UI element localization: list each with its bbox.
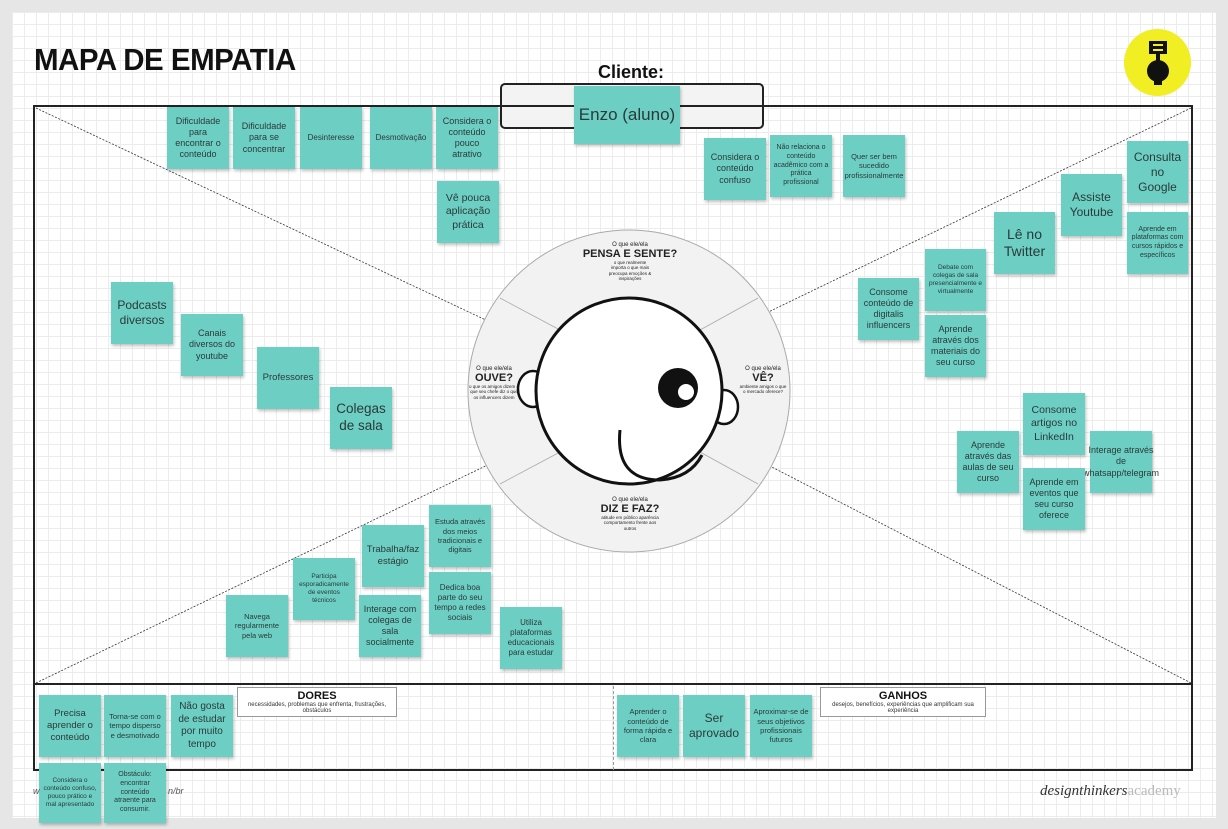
says-does-label: O que ele/ela DIZ E FAZ? atitude em públ… (580, 497, 680, 531)
diagonal-line (35, 429, 561, 684)
thinks-feels-label: O que ele/ela PENSA E SENTE? o que realm… (570, 242, 690, 282)
says-heading: DIZ E FAZ? (600, 503, 660, 515)
sticky-note[interactable]: Podcasts diversos (111, 282, 173, 344)
sticky-note[interactable]: Dificuldade para encontrar o conteúdo (167, 107, 229, 169)
sticky-note[interactable]: Colegas de sala (330, 387, 392, 449)
client-label: Cliente: (598, 62, 665, 82)
sticky-note[interactable]: Navega regularmente pela web (226, 595, 288, 657)
sticky-note[interactable]: Lê no Twitter (994, 212, 1055, 274)
sticky-note[interactable]: Professores (257, 347, 319, 409)
sees-description: ambiente amigos o que o mercado oferece? (739, 384, 787, 395)
sticky-note[interactable]: Precisa aprender o conteúdo (39, 695, 101, 757)
dt-logo-icon (1147, 41, 1169, 85)
sticky-note[interactable]: Canais diversos do youtube (181, 314, 243, 376)
sticky-note[interactable]: Trabalha/faz estágio (362, 525, 424, 587)
sticky-note[interactable]: Desinteresse (300, 107, 362, 169)
sticky-note[interactable]: Obstáculo: encontrar conteúdo atraente p… (104, 763, 166, 823)
sticky-note[interactable]: Dedica boa parte do seu tempo a redes so… (429, 572, 491, 634)
circle-divider (499, 451, 561, 485)
hears-description: o que os amigos dizem o que seu chefe di… (468, 384, 520, 400)
sticky-note[interactable]: Interage com colegas de sala socialmente (359, 595, 421, 657)
pains-gains-divider (613, 686, 614, 770)
says-question: O que ele/ela (612, 497, 648, 503)
sticky-note[interactable]: Utiliza plataformas educacionais para es… (500, 607, 562, 669)
sticky-note[interactable]: Ser aprovado (683, 695, 745, 757)
pains-label: DORES necessidades, problemas que enfren… (237, 687, 397, 717)
circle-divider (699, 451, 759, 485)
sticky-note[interactable]: Não gosta de estudar por muito tempo (171, 695, 233, 757)
sticky-note[interactable]: Interage através de whatsapp/telegram (1083, 431, 1159, 493)
sticky-note[interactable]: Torna-se com o tempo disperso e desmotiv… (104, 695, 166, 757)
client-name-sticky[interactable]: Enzo (aluno) (574, 86, 680, 144)
pains-description: necessidades, problemas que enfrenta, fr… (247, 702, 387, 714)
gains-title: GANHOS (878, 690, 928, 702)
face-head (534, 296, 724, 486)
sticky-note[interactable]: Estuda através dos meios tradicionais e … (429, 505, 491, 567)
sticky-note[interactable]: Debate com colegas de sala presencialmen… (925, 249, 986, 311)
circle-divider (699, 297, 759, 331)
face-smile (618, 429, 704, 482)
thinks-description: o que realmente importa o que mais preoc… (608, 260, 652, 282)
sticky-note[interactable]: Assiste Youtube (1061, 174, 1122, 236)
sticky-note[interactable]: Considera o conteúdo confuso, pouco prát… (39, 763, 101, 823)
sticky-note[interactable]: Não relaciona o conteúdo acadêmico com a… (770, 135, 832, 197)
thinks-heading: PENSA E SENTE? (582, 248, 678, 260)
sticky-note[interactable]: Consome artigos no LinkedIn (1023, 393, 1085, 455)
brand-design: design (1040, 783, 1080, 799)
sticky-note[interactable]: Aprende através dos materiais do seu cur… (925, 315, 986, 377)
brand-thinkers: thinkers (1079, 783, 1128, 799)
sticky-note[interactable]: Quer ser bem sucedido profissionalmente (843, 135, 905, 197)
sticky-note[interactable]: Vê pouca aplicação prática (437, 181, 499, 243)
pains-gains-frame (33, 683, 1193, 771)
pains-title: DORES (297, 690, 337, 702)
page-title: MAPA DE EMPATIA (34, 42, 296, 77)
sticky-note[interactable]: Dificuldade para se concentrar (233, 107, 295, 169)
sticky-note[interactable]: Consulta no Google (1127, 141, 1188, 203)
hears-label: O que ele/ela OUVE? o que os amigos dize… (468, 366, 520, 400)
sticky-note[interactable]: Aprende através das aulas de seu curso (957, 431, 1019, 493)
sticky-note[interactable]: Aprende em eventos que seu curso oferece (1023, 468, 1085, 530)
sticky-note[interactable]: Aproximar-se de seus objetivos profissio… (750, 695, 812, 757)
sticky-note[interactable]: Considera o conteúdo confuso (704, 138, 766, 200)
says-description: atitude em público aparência comportamen… (601, 515, 659, 531)
sticky-note[interactable]: Aprende em plataformas com cursos rápido… (1127, 212, 1188, 274)
footer-url-right: n/br (168, 786, 184, 796)
sees-question: O que ele/ela (745, 366, 781, 372)
hears-heading: OUVE? (475, 372, 513, 384)
hears-question: O que ele/ela (476, 366, 512, 372)
gains-description: desejos, benefícios, experiências que am… (832, 702, 974, 714)
sticky-note[interactable]: Desmotivação (370, 107, 432, 169)
sticky-note[interactable]: Aprender o conteúdo de forma rápida e cl… (617, 695, 679, 757)
footer-url-left: w (33, 786, 40, 796)
diagonal-line (699, 429, 1192, 684)
sticky-note[interactable]: Consome conteúdo de digitalis influencer… (858, 278, 919, 340)
dt-academy-logo (1124, 29, 1191, 96)
circle-divider (499, 297, 561, 331)
face-eye-highlight (678, 384, 694, 400)
sticky-note[interactable]: Participa esporadicamente de eventos téc… (293, 558, 355, 620)
brand-academy: academy (1127, 783, 1181, 799)
footer-brand: designthinkersacademy (1040, 783, 1181, 800)
sticky-note[interactable]: Considera o conteúdo pouco atrativo (436, 107, 498, 169)
thinks-question: O que ele/ela (612, 242, 648, 248)
sees-label: O que ele/ela VÊ? ambiente amigos o que … (738, 366, 788, 395)
gains-label: GANHOS desejos, benefícios, experiências… (820, 687, 986, 717)
sees-heading: VÊ? (752, 372, 774, 384)
